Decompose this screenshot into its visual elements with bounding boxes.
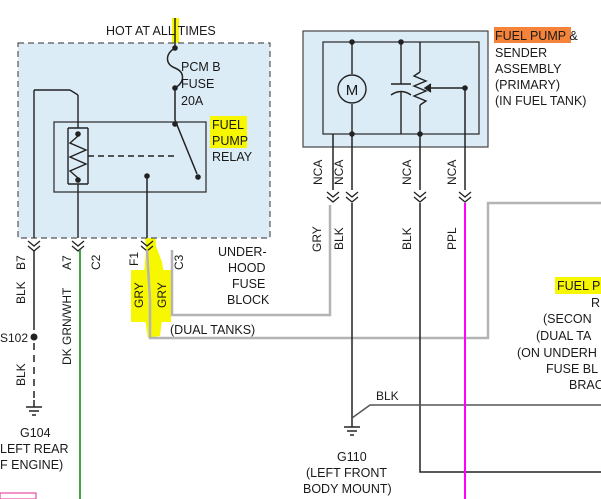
pump-motor [337,42,367,134]
secondary-line-6: FUSE BL [546,362,598,376]
wire-label-gry-2: GRY [155,282,169,308]
nca-label-3: NCA [400,160,414,185]
sender-title-highlight-text: FUEL PUMP [495,29,566,43]
hot-wire [166,18,198,175]
wire-gry-c3 [170,205,332,317]
secondary-line-5: (ON UNDERH [517,346,597,360]
wire-blk-branch [351,404,601,419]
relay-label-highlight [210,116,247,148]
ground-g110-line3: BODY MOUNT) [303,482,392,496]
motor-symbol: M [346,82,359,99]
fuse-block-connectors [27,240,154,252]
pin-f1: F1 [127,252,141,266]
ground-g104-line2: LEFT REAR [0,442,69,456]
pump-capacitor [390,42,412,134]
secondary-title: FUEL P [557,279,600,293]
fuse-label-1: PCM B [181,60,221,74]
relay-label-2: PUMP [212,134,248,148]
pin-b7: B7 [14,255,28,270]
relay-coil [67,95,175,238]
fuel-level-sender [412,42,465,134]
splice-s102 [30,333,38,341]
wire-label-ppl: PPL [445,227,459,250]
wire-label-blk-branch: BLK [376,389,399,403]
dual-tanks-label: (DUAL TANKS) [170,323,255,337]
wire-label-dk-grn-wht: DK GRN/WHT [60,287,74,365]
secondary-line-4: (DUAL TA [536,329,592,343]
pin-a7: A7 [60,255,74,270]
fuse-symbol [166,47,184,89]
fuse-label-3: 20A [181,94,204,108]
sender-title-highlight [494,27,571,43]
fuse-block-label-1: UNDER- [218,245,267,259]
sender-line-4: (PRIMARY) [495,78,560,92]
secondary-line-3: (SECON [543,312,592,326]
pin-c3: C3 [172,254,186,270]
splice-label: S102 [0,331,28,345]
nca-label-2: NCA [332,160,346,185]
ground-g110-line2: (LEFT FRONT [306,466,387,480]
relay-label-3: RELAY [212,150,253,164]
wire-label-blk-b7-lower: BLK [14,363,28,386]
hot-at-all-times-label: HOT AT ALL TIMES [106,24,216,38]
nca-label-1: NCA [311,160,325,185]
pin-c2: C2 [89,254,103,270]
ground-g110-symbol [344,420,360,436]
ground-g110-name: G110 [337,450,367,464]
sender-box [302,30,489,148]
sender-line-5: (IN FUEL TANK) [495,94,586,108]
secondary-line-7: BRAC [569,378,601,392]
sender-connectors [326,191,472,203]
sender-line-3: ASSEMBLY [495,62,562,76]
fuse-label-2: FUSE [181,77,214,91]
wire-label-gry-1: GRY [132,282,146,308]
wire-label-blk-sender: BLK [332,227,346,250]
secondary-line-2: R [591,296,600,310]
ground-g104-symbol [26,400,42,416]
ground-g104-name: G104 [20,426,51,440]
secondary-title-highlight [555,277,601,294]
sender-title: FUEL PUMP & [495,29,578,43]
sender-line-2: SENDER [495,46,547,60]
cut-off-marker [0,492,37,499]
relay-label-1: FUEL [212,118,244,132]
fuse-block-label-2: HOOD [228,261,266,275]
wire-gry-secondary [145,201,601,340]
fuse-block-label-4: BLOCK [227,293,270,307]
fuse-block-label-3: FUSE [232,277,265,291]
nca-label-4: NCA [445,160,459,185]
wire-label-blk-sender-2: BLK [400,227,414,250]
wire-label-blk-b7: BLK [14,281,28,304]
sender-title-rest: & [566,29,578,43]
wire-blk-return [419,203,601,473]
wire-label-gry-sender: GRY [310,226,324,252]
ground-g104-line3: F ENGINE) [0,458,63,472]
